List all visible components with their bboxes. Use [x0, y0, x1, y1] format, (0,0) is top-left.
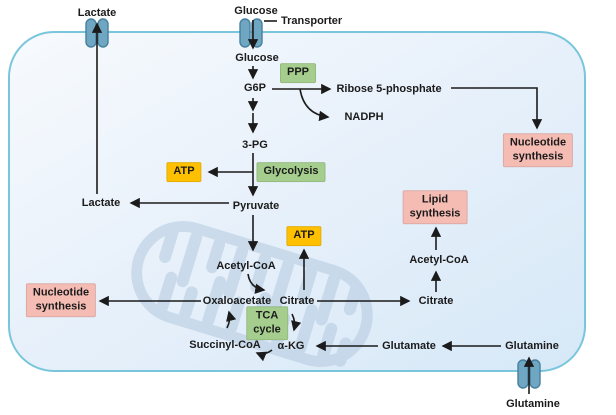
label-lactate-extracellular: Lactate [77, 6, 117, 19]
glucose-transporter-icon [239, 18, 263, 48]
label-glucose-intracellular: Glucose [235, 51, 279, 64]
label-nadph: NADPH [344, 110, 384, 123]
label-alpha-kg: α-KG [277, 339, 305, 352]
label-3pg: 3-PG [242, 138, 268, 151]
atp-box-glycolysis: ATP [166, 162, 202, 182]
label-ribose-5-phosphate: Ribose 5-phosphate [336, 82, 442, 95]
label-citrate-mitochondrial: Citrate [279, 294, 315, 307]
label-g6p: G6P [243, 81, 267, 94]
glycolysis-box: Glycolysis [256, 162, 326, 182]
nucleotide-synthesis-box-right: Nucleotide synthesis [502, 133, 574, 167]
pathway-arrows [91, 20, 543, 394]
label-glucose-extracellular: Glucose [234, 4, 278, 17]
label-succinyl-coa: Succinyl-CoA [189, 338, 261, 351]
label-glutamate: Glutamate [382, 339, 436, 352]
label-acetyl-coa-mitochondrial: Acetyl-CoA [216, 259, 276, 272]
label-glutamine-extracellular: Glutamine [506, 397, 560, 410]
label-citrate-cytosolic: Citrate [418, 294, 454, 307]
label-acetyl-coa-cytosolic: Acetyl-CoA [409, 253, 469, 266]
lipid-synthesis-box: Lipid synthesis [402, 190, 468, 224]
label-oxaloacetate: Oxaloacetate [202, 294, 272, 307]
glutamine-transporter-icon [517, 359, 541, 389]
label-lactate-intracellular: Lactate [81, 196, 121, 209]
tca-cycle-box: TCA cycle [246, 306, 288, 340]
atp-box-tca: ATP [286, 226, 322, 246]
label-transporter: Transporter [281, 14, 343, 27]
label-glutamine-intracellular: Glutamine [505, 339, 559, 352]
label-pyruvate: Pyruvate [232, 199, 280, 212]
nucleotide-synthesis-box-left: Nucleotide synthesis [25, 283, 97, 317]
ppp-box: PPP [279, 63, 317, 83]
